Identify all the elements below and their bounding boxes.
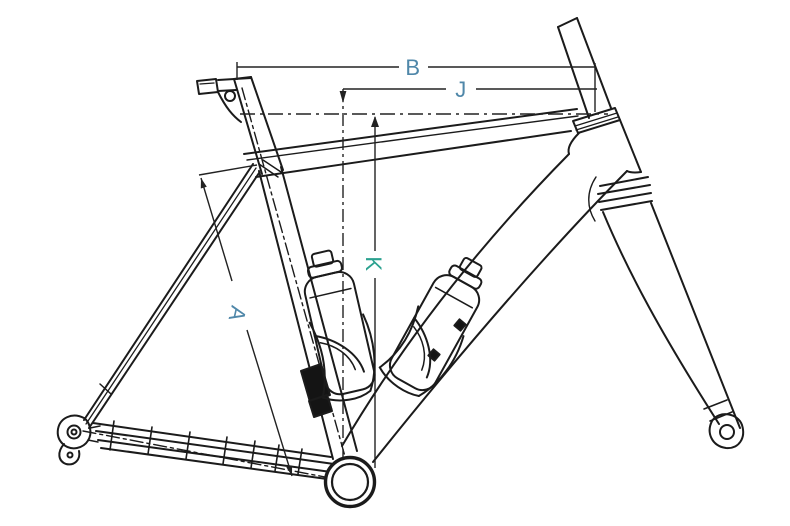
down-tube-bottle <box>378 257 483 397</box>
cage-bolt <box>453 318 467 332</box>
top-tube <box>243 108 579 178</box>
down-tube <box>341 153 642 463</box>
dimension-A <box>198 164 293 477</box>
dimension-label-b: B <box>405 55 420 80</box>
dimension-label-a: A <box>224 304 252 324</box>
head-tube <box>557 17 642 173</box>
rear-dropout <box>56 414 101 466</box>
clamp-throat <box>217 91 242 123</box>
dimension-labels: B J K A <box>224 55 467 324</box>
fork-blade <box>602 211 720 425</box>
saddle-clamp-front <box>196 78 219 95</box>
a-arrowhead-top <box>200 178 207 189</box>
fork <box>588 176 745 450</box>
dimension-K <box>371 116 379 468</box>
a-arrowhead-bottom <box>286 465 293 476</box>
seat-tube-bottle <box>303 249 376 402</box>
down-arrowhead <box>339 91 347 103</box>
steerer-tube <box>557 26 590 119</box>
dimension-annotations <box>198 62 608 477</box>
brake-cable <box>588 176 597 222</box>
a-extension-top <box>198 164 258 176</box>
seatpost <box>196 76 284 175</box>
bottle-cage <box>378 305 465 397</box>
seat-tube-centerline <box>241 87 352 479</box>
bottle-body <box>388 274 481 392</box>
bottle-cage <box>308 313 376 402</box>
fork-crown <box>597 176 653 211</box>
up-arrowhead <box>371 116 379 127</box>
chainstay-ticks <box>109 420 303 475</box>
chainstay-centerline <box>82 430 347 482</box>
cage-bolt <box>427 348 441 362</box>
seat-stays <box>83 163 260 429</box>
dimension-label-k: K <box>361 256 386 271</box>
bottles <box>303 249 483 402</box>
bottom-bracket <box>323 455 377 509</box>
seatpost-right-edge <box>250 76 284 171</box>
chain-stays <box>82 420 347 482</box>
bottle-body <box>303 271 376 396</box>
dimension-B <box>236 62 596 112</box>
frame-drawing <box>56 17 745 482</box>
dimension-label-j: J <box>455 77 467 102</box>
a-line <box>200 177 293 477</box>
front-dropout <box>708 413 745 450</box>
clamp-bolt <box>224 90 236 102</box>
